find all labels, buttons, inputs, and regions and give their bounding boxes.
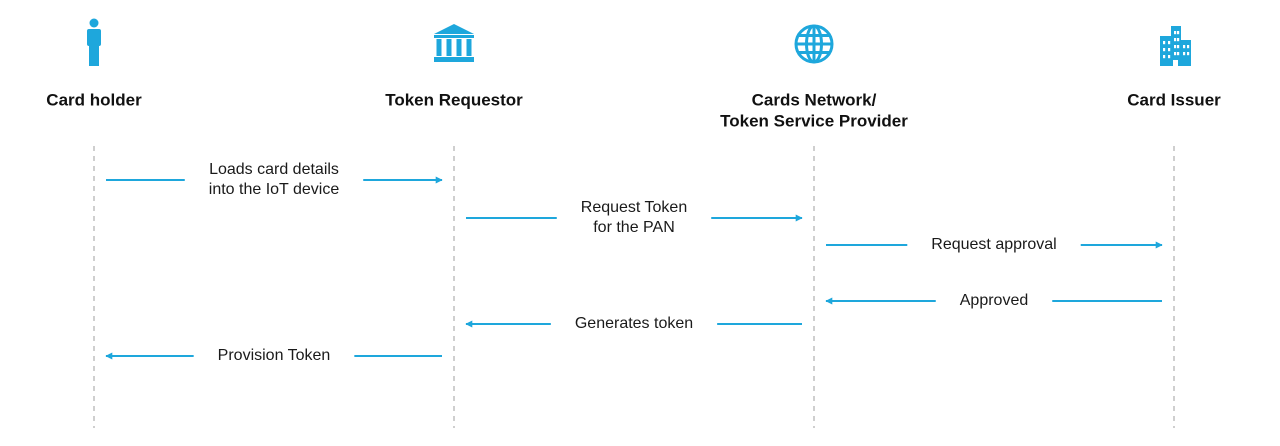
message-label-loads-card-details: Loads card details xyxy=(209,161,339,178)
message-label-generates-token: Generates token xyxy=(575,315,693,332)
message-approved: Approved xyxy=(825,292,1162,309)
actor-card-holder: Card holder xyxy=(46,18,142,109)
actor-card-issuer: Card Issuer xyxy=(1127,26,1221,109)
message-request-approval: Request approval xyxy=(826,236,1163,253)
message-loads-card-details: Loads card details into the IoT device xyxy=(106,161,443,198)
message-label-request-token: for the PAN xyxy=(593,219,675,236)
actor-label-cards-network: Token Service Provider xyxy=(720,111,908,130)
actor-label-card-holder: Card holder xyxy=(46,90,142,109)
actor-cards-network: Cards Network/Token Service Provider xyxy=(720,24,908,130)
message-label-loads-card-details: into the IoT device xyxy=(209,181,340,198)
message-label-request-approval: Request approval xyxy=(931,236,1056,253)
actor-label-cards-network: Cards Network/ xyxy=(752,90,877,109)
actor-label-token-requestor: Token Requestor xyxy=(385,90,523,109)
globe-icon xyxy=(794,24,834,64)
message-label-request-token: Request Token xyxy=(581,199,687,216)
bank-icon xyxy=(434,24,474,62)
message-label-provision-token: Provision Token xyxy=(218,347,331,364)
person-icon xyxy=(87,18,101,66)
message-generates-token: Generates token xyxy=(465,315,802,332)
message-label-approved: Approved xyxy=(960,292,1029,309)
actor-token-requestor: Token Requestor xyxy=(385,24,523,109)
building-icon xyxy=(1160,26,1191,66)
actor-label-card-issuer: Card Issuer xyxy=(1127,90,1221,109)
message-provision-token: Provision Token xyxy=(105,347,442,364)
message-request-token: Request Token for the PAN xyxy=(466,199,803,236)
